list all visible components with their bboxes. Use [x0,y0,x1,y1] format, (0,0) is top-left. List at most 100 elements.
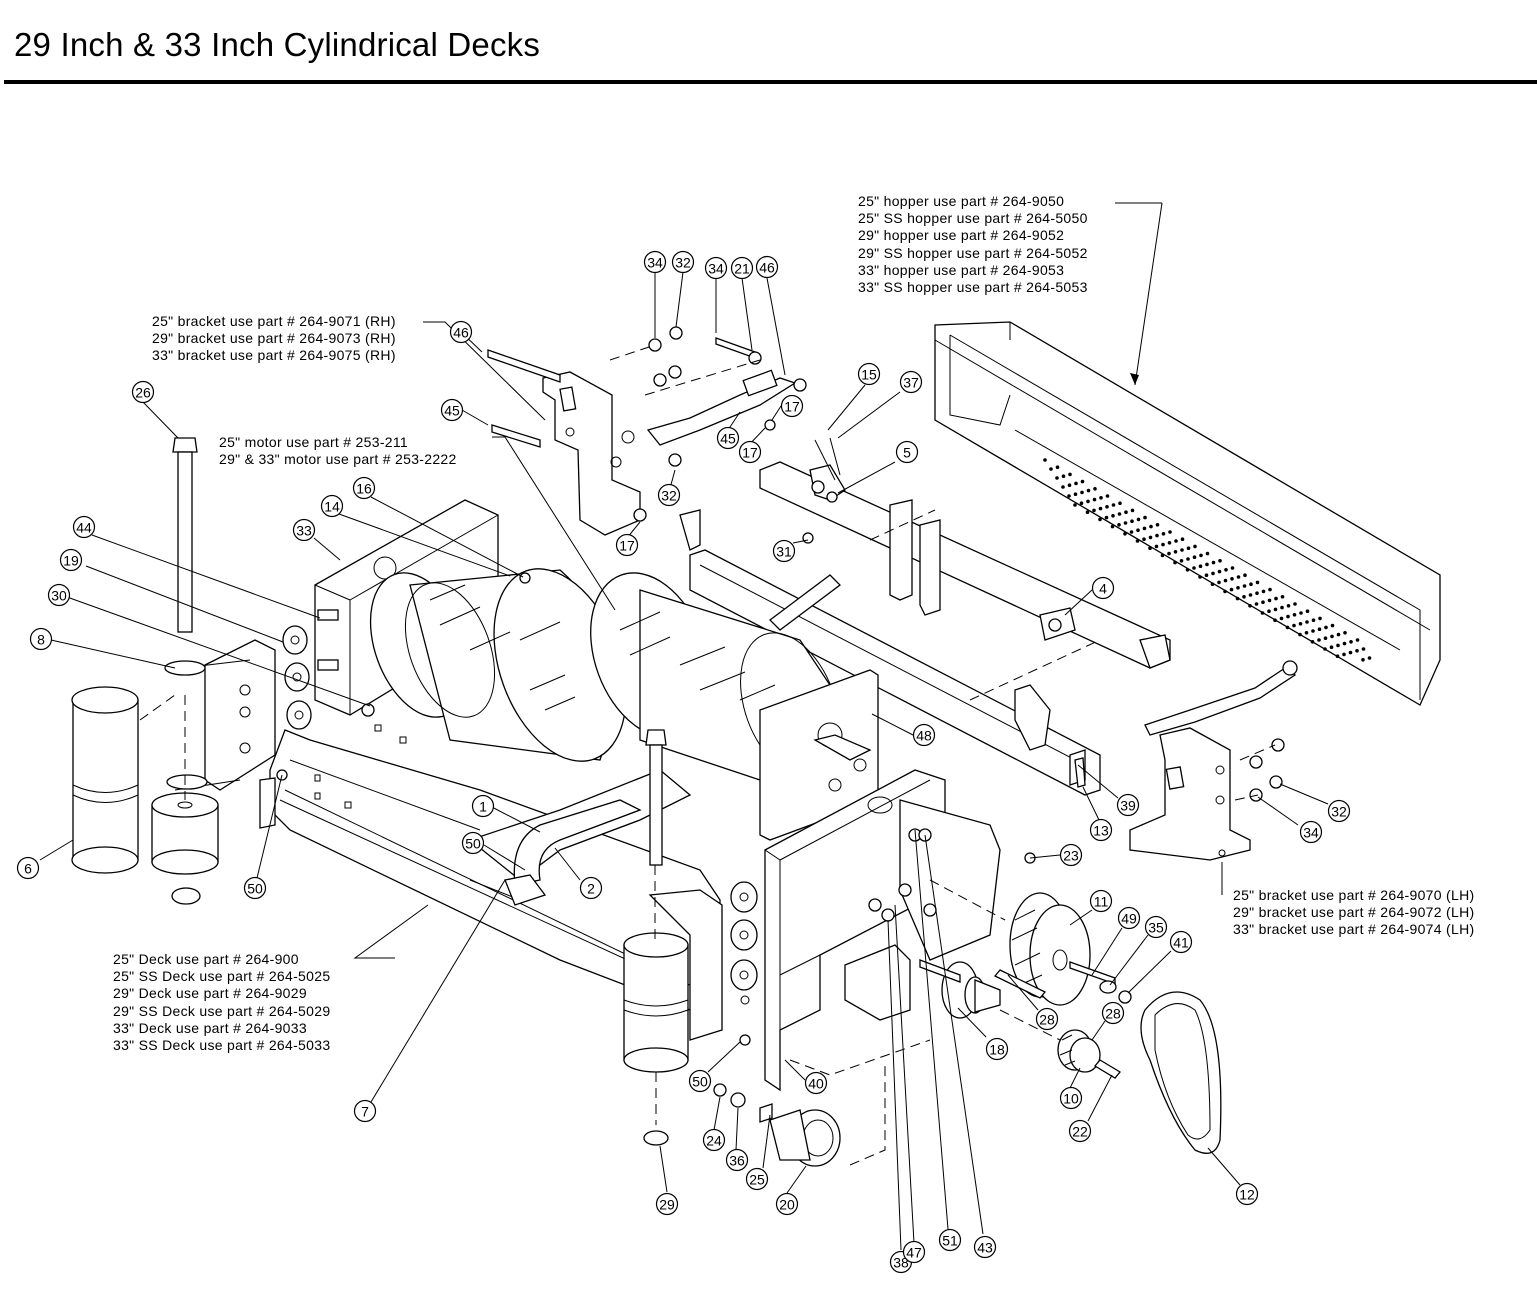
front-bolt [645,729,667,866]
balloon-circle [985,1037,1009,1061]
balloon-number: 26 [135,385,151,401]
item-balloon: 32 [671,250,695,274]
perforation-dot [1330,634,1334,639]
perforation-dot [1155,523,1160,527]
perforation-dot [1148,546,1152,550]
item-balloon: 35 [1144,915,1168,939]
balloon-number: 13 [1093,823,1109,839]
perforation-dot [1192,566,1196,570]
balloon-circle [131,380,155,404]
perforation-dot [1111,514,1115,518]
balloon-number: 1 [479,799,487,815]
motor-part-note: 25" motor use part # 253-211 29" & 33" m… [219,434,457,468]
balloon-circle [973,1235,997,1259]
note-line: 33" Deck use part # 264-9033 [113,1019,307,1036]
perforation-dot [1174,539,1178,543]
hopper-perforations [1043,458,1372,662]
perforation-dot [1192,555,1197,559]
perforation-dot [1310,640,1315,644]
title-rule [4,80,1537,84]
perforation-dot [1211,571,1215,576]
perforation-dot [1299,611,1303,615]
balloon-number: 14 [324,499,340,515]
item-balloon: 11 [1089,889,1113,913]
note-line: 25" SS Deck use part # 264-5025 [113,968,331,985]
balloon-number: 50 [465,836,481,852]
perforation-dot [1167,541,1172,545]
perforation-dot [1130,519,1134,523]
perforation-dot [1104,515,1109,520]
perforation-dot [1355,649,1359,653]
balloon-circle [352,476,376,500]
perforation-dot [1093,487,1097,491]
item-balloon: 28 [1101,1001,1125,1025]
balloon-number: 28 [1105,1006,1121,1022]
perforation-dot [1342,641,1347,646]
perforation-dot [1248,604,1252,608]
perforation-dot [1268,587,1272,592]
balloon-number: 23 [1063,848,1079,864]
perforation-dot [1293,602,1297,606]
perforation-dot [1110,524,1115,529]
perforation-dot [1118,501,1122,506]
balloon-circle [1299,820,1323,844]
balloon-number: 43 [977,1240,993,1256]
perforation-dot [1286,604,1291,608]
balloon-circle [1068,1119,1092,1143]
perforation-dot [1311,618,1316,622]
perforation-dot [1349,640,1353,644]
front-roller [623,889,723,1073]
balloon-number: 32 [661,488,677,504]
perforation-dot [1361,647,1366,651]
balloon-circle [1117,906,1141,930]
item-balloon: 6 [16,856,40,880]
item-balloon: 30 [47,583,71,607]
perforation-dot [1286,614,1290,619]
perforation-dot [1361,658,1365,662]
balloon-circle [688,1069,712,1093]
perforation-dot [1260,611,1265,615]
perforation-dot [1342,652,1346,657]
balloon-circle [16,856,40,880]
item-balloon: 45 [716,426,740,450]
perforation-dot [1242,584,1247,588]
perforation-dot [1161,532,1166,536]
balloon-circle [902,1240,926,1264]
perforation-dot [1329,645,1334,649]
item-balloon: 34 [704,256,728,280]
perforation-dot [1168,530,1172,534]
balloon-circle [1144,915,1168,939]
perforation-dot [1074,481,1078,486]
perforation-dot [1280,595,1285,599]
note-line: 25" bracket use part # 264-9070 (LH) [1233,887,1475,903]
perforation-dot [1336,632,1341,637]
balloon-circle [725,1148,749,1172]
note-line: 25" Deck use part # 264-900 [113,951,299,967]
balloon-number: 44 [76,520,92,536]
left-bracket [164,639,276,791]
balloon-number: 6 [24,861,32,877]
page-title: 29 Inch & 33 Inch Cylindrical Decks [14,26,541,63]
item-balloon: 21 [730,256,754,280]
perforation-dot [1205,562,1209,567]
balloon-circle [449,320,473,344]
pulley-11 [1009,892,1091,1006]
rh-bracket [542,371,641,536]
perforation-dot [1236,575,1241,579]
perforation-dot [1149,524,1153,529]
perforation-dot [1155,533,1159,538]
balloon-circle [745,1167,769,1191]
item-balloon: 25 [745,1167,769,1191]
balloon-number: 45 [444,403,460,419]
perforation-dot [1317,627,1322,631]
perforation-dot [1180,548,1184,552]
item-balloon: 34 [1299,820,1323,844]
perforation-dot [1323,636,1328,640]
balloon-circle [655,1192,679,1216]
item-balloon: 22 [1068,1119,1092,1143]
perforation-dot [1079,501,1084,506]
balloon-number: 45 [720,431,736,447]
note-line: 29" bracket use part # 264-9073 (RH) [152,330,396,347]
note-line: 29" SS hopper use part # 264-5052 [858,244,1088,261]
